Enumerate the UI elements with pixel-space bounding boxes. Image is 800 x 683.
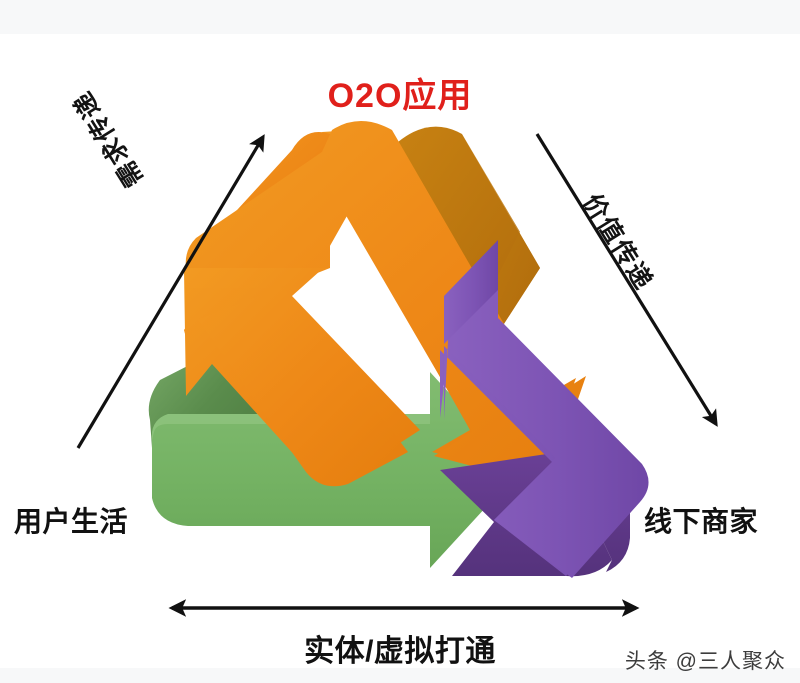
purple-arrow: [440, 240, 649, 578]
bottom-band: [0, 668, 800, 683]
page-title: O2O应用: [327, 77, 473, 115]
diagram-canvas: [0, 34, 800, 668]
node-label-user: 用户生活: [14, 506, 129, 537]
watermark: 头条 @三人聚众: [624, 650, 786, 673]
value-arrow-line: [535, 133, 718, 427]
node-label-merchant: 线下商家: [644, 506, 759, 537]
edge-label-connect: 实体/虚拟打通: [304, 635, 496, 668]
demand-arrow-line: [76, 134, 265, 449]
top-band: [0, 0, 800, 34]
